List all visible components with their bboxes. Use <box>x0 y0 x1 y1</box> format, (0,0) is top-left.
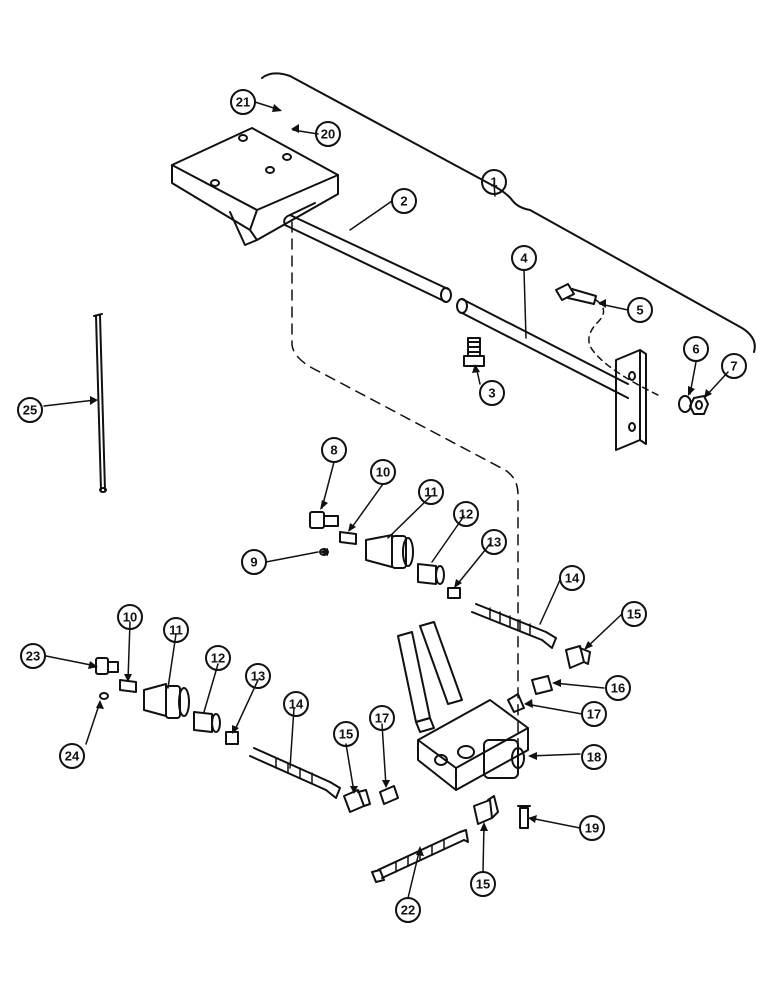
callout-3: 3 <box>488 386 495 401</box>
callout-11-lower: 11 <box>169 623 183 638</box>
callout-11-upper: 11 <box>424 485 438 500</box>
callout-2: 2 <box>400 194 407 209</box>
callout-circles <box>17 89 747 923</box>
callout-24: 24 <box>65 749 80 764</box>
installation-dashed-line <box>291 221 519 771</box>
leader-arrowheads <box>88 104 712 856</box>
hose-part-14-upper <box>471 603 557 649</box>
callout-13-upper: 13 <box>487 535 501 550</box>
fitting-part-12-lower <box>193 711 221 733</box>
rod-part-25 <box>93 313 107 493</box>
adapter-part-10-lower <box>119 679 137 693</box>
callout-14-lower: 14 <box>289 697 304 712</box>
callout-5: 5 <box>636 303 643 318</box>
o-ring-part-24 <box>99 692 109 700</box>
callout-22: 22 <box>401 903 415 918</box>
assembly-bracket-line <box>261 72 756 353</box>
callout-16: 16 <box>611 681 625 696</box>
elbow-part-15-upper <box>565 645 591 669</box>
callout-1: 1 <box>490 175 497 190</box>
callout-21: 21 <box>236 95 250 110</box>
nut-part-7 <box>689 395 709 415</box>
screw-part-19 <box>517 805 531 829</box>
callout-13-lower: 13 <box>251 669 265 684</box>
callout-23: 23 <box>26 649 40 664</box>
fitting-part-17-upper <box>507 693 525 713</box>
callout-6: 6 <box>692 342 699 357</box>
adapter-part-16 <box>531 675 553 695</box>
callout-14-upper: 14 <box>565 571 580 586</box>
adapter-part-10 <box>339 531 357 545</box>
callout-15-lower: 15 <box>339 727 353 742</box>
washer-part-6 <box>678 395 692 413</box>
callout-15-upper: 15 <box>627 607 641 622</box>
callout-15-bottom: 15 <box>476 877 490 892</box>
callout-4: 4 <box>520 251 528 266</box>
hose-part-22 <box>371 829 469 883</box>
fitting-part-12 <box>417 563 445 585</box>
callout-12-lower: 12 <box>211 651 225 666</box>
callout-9: 9 <box>250 555 257 570</box>
elbow-part-15-lower <box>343 789 371 813</box>
leader-lines <box>43 101 729 899</box>
mounting-plate <box>171 127 339 246</box>
bolt-part-3 <box>463 337 485 367</box>
fitting-part-17-lower <box>379 785 399 805</box>
callout-17-upper: 17 <box>587 707 601 722</box>
callout-7: 7 <box>730 359 737 374</box>
callout-19: 19 <box>585 821 599 836</box>
bolt-part-5 <box>555 283 597 305</box>
control-valve-part-18 <box>397 621 529 791</box>
callout-18: 18 <box>587 750 601 765</box>
callout-8: 8 <box>330 443 337 458</box>
elbow-part-23 <box>95 657 119 675</box>
elbow-part-8 <box>309 511 339 529</box>
callout-17-lower: 17 <box>375 711 389 726</box>
hose-part-14-lower <box>249 747 341 799</box>
callout-20: 20 <box>321 127 335 142</box>
adapter-part-13 <box>447 587 461 599</box>
callout-25: 25 <box>23 403 37 418</box>
callout-10-lower: 10 <box>123 610 137 625</box>
elbow-part-15-bottom <box>473 795 499 825</box>
callout-10-upper: 10 <box>376 465 390 480</box>
coupler-part-11-lower <box>143 683 190 719</box>
arm-part-4 <box>456 298 647 451</box>
callout-12-upper: 12 <box>459 507 473 522</box>
bolt-5-path-line <box>588 299 663 398</box>
coupler-part-11 <box>365 534 414 569</box>
rod-part-2 <box>283 202 452 303</box>
callout-labels: 21 20 1 2 4 5 3 6 7 8 9 10 11 12 13 14 1… <box>23 95 738 918</box>
